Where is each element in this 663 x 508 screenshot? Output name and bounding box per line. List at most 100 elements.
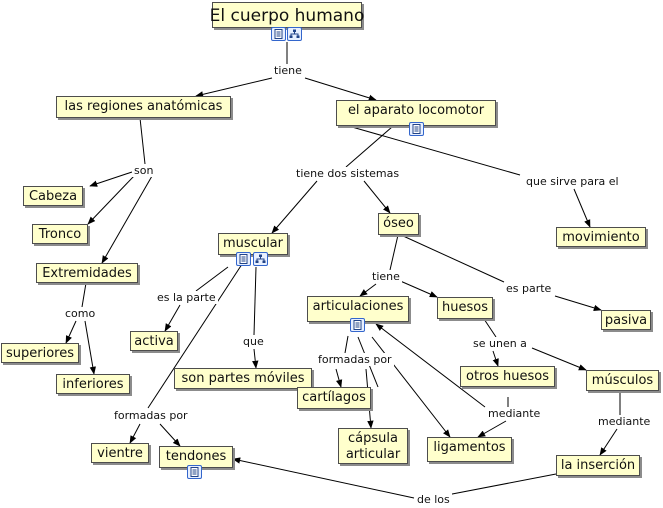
- concept-movimiento[interactable]: movimiento: [556, 227, 646, 247]
- concept-label: vientre: [97, 446, 143, 461]
- concept-inferiores[interactable]: inferiores: [56, 374, 130, 394]
- link-sirve-para: que sirve para el: [524, 175, 621, 188]
- concept-insercion[interactable]: la inserción: [556, 455, 640, 476]
- connection-line: [573, 188, 591, 228]
- link-es-parte: es parte: [504, 282, 554, 295]
- concept-regiones-anatomicas[interactable]: las regiones anatómicas: [56, 96, 231, 118]
- connection-line: [195, 266, 229, 292]
- link-son: son: [132, 164, 156, 177]
- concept-label: la inserción: [560, 458, 636, 473]
- link-mediante-huesos: mediante: [486, 407, 543, 420]
- document-icon[interactable]: [350, 318, 365, 332]
- connection-line: [359, 283, 377, 297]
- concept-label: óseo: [383, 216, 414, 231]
- concept-articulaciones[interactable]: articulaciones: [307, 296, 409, 322]
- document-icon[interactable]: [271, 27, 286, 41]
- connection-line: [375, 323, 486, 408]
- concept-label: articulaciones: [312, 299, 404, 314]
- concept-map-icon[interactable]: [253, 252, 268, 266]
- link-formadas-por-articulaciones: formadas por: [316, 353, 394, 366]
- connection-line: [335, 368, 343, 388]
- link-tiene: tiene: [272, 64, 304, 77]
- link-tiene-dos-sistemas: tiene dos sistemas: [294, 167, 402, 180]
- concept-label: El cuerpo humano: [209, 6, 365, 26]
- connection-line: [87, 175, 135, 225]
- concept-musculos[interactable]: músculos: [586, 370, 659, 391]
- concept-superiores[interactable]: superiores: [1, 343, 79, 363]
- link-de-los: de los: [415, 493, 452, 506]
- connection-line: [483, 318, 497, 338]
- connection-line: [400, 234, 505, 283]
- connection-line: [304, 77, 377, 101]
- concept-activa[interactable]: activa: [130, 331, 178, 351]
- concept-label: huesos: [442, 300, 488, 315]
- connection-line: [253, 266, 257, 336]
- link-formadas-por-muscular: formadas por: [112, 409, 190, 422]
- connection-line: [492, 350, 499, 367]
- connection-line: [89, 171, 133, 187]
- link-se-unen-a: se unen a: [471, 337, 529, 350]
- concept-partes-moviles[interactable]: son partes móviles: [174, 368, 312, 389]
- concept-label: movimiento: [562, 230, 640, 245]
- concept-label: muscular: [223, 236, 283, 251]
- concept-label: tendones: [165, 449, 227, 464]
- concept-cabeza[interactable]: Cabeza: [23, 186, 83, 206]
- concept-label: cartílagos: [302, 390, 366, 405]
- connection-line: [252, 348, 259, 369]
- connection-line: [554, 295, 602, 311]
- connection-line: [397, 279, 438, 298]
- connection-line: [351, 126, 521, 176]
- connection-line: [389, 234, 399, 271]
- connection-line: [81, 282, 87, 308]
- concept-oseo[interactable]: óseo: [378, 213, 419, 235]
- concept-label: Cabeza: [28, 189, 78, 204]
- concept-label: ligamentos: [433, 440, 506, 455]
- connection-line: [139, 117, 146, 165]
- concept-extremidades[interactable]: Extremidades: [36, 263, 138, 283]
- link-es-la-parte: es la parte: [155, 291, 218, 304]
- connection-line: [344, 335, 349, 354]
- concept-label: son partes móviles: [181, 371, 305, 386]
- concept-label: Extremidades: [42, 266, 132, 281]
- concept-cuerpo-humano[interactable]: El cuerpo humano: [209, 2, 365, 28]
- concept-label: inferiores: [62, 377, 124, 392]
- concept-vientre[interactable]: vientre: [91, 443, 149, 463]
- connection-line: [232, 457, 415, 499]
- concept-label: superiores: [5, 346, 74, 361]
- document-icon[interactable]: [409, 122, 424, 136]
- link-que: que: [241, 335, 266, 348]
- concept-cartilagos[interactable]: cartílagos: [297, 387, 371, 409]
- link-mediante-musculos: mediante: [596, 415, 653, 428]
- connection-line: [147, 254, 249, 409]
- concept-tronco[interactable]: Tronco: [32, 224, 88, 244]
- connection-line: [599, 428, 618, 456]
- concept-map-icon[interactable]: [287, 27, 302, 41]
- connection-line: [531, 347, 587, 371]
- concept-pasiva[interactable]: pasiva: [601, 310, 651, 330]
- connection-line: [371, 336, 451, 438]
- link-tiene-oseo: tiene: [370, 270, 402, 283]
- concept-ligamentos[interactable]: ligamentos: [427, 437, 512, 462]
- document-icon[interactable]: [236, 252, 251, 266]
- connection-line: [101, 175, 153, 264]
- connection-line: [477, 420, 507, 438]
- connection-line: [164, 304, 181, 332]
- concept-label: pasiva: [604, 313, 648, 328]
- concept-muscular[interactable]: muscular: [218, 233, 288, 255]
- connection-line: [271, 180, 318, 234]
- concept-otros-huesos[interactable]: otros huesos: [460, 366, 555, 387]
- concept-label: activa: [134, 334, 174, 349]
- connection-line: [129, 423, 141, 444]
- connection-line: [84, 320, 96, 375]
- concept-label: Tronco: [38, 227, 82, 242]
- connection-line: [159, 423, 181, 447]
- concept-capsula-articular[interactable]: cápsula articular: [338, 428, 408, 464]
- document-icon[interactable]: [187, 465, 202, 479]
- connection-line: [363, 180, 391, 214]
- connection-line: [446, 473, 557, 496]
- concept-huesos[interactable]: huesos: [437, 297, 493, 319]
- concept-label: el aparato locomotor: [347, 103, 485, 118]
- link-como: como: [63, 307, 98, 320]
- concept-label: las regiones anatómicas: [64, 99, 223, 114]
